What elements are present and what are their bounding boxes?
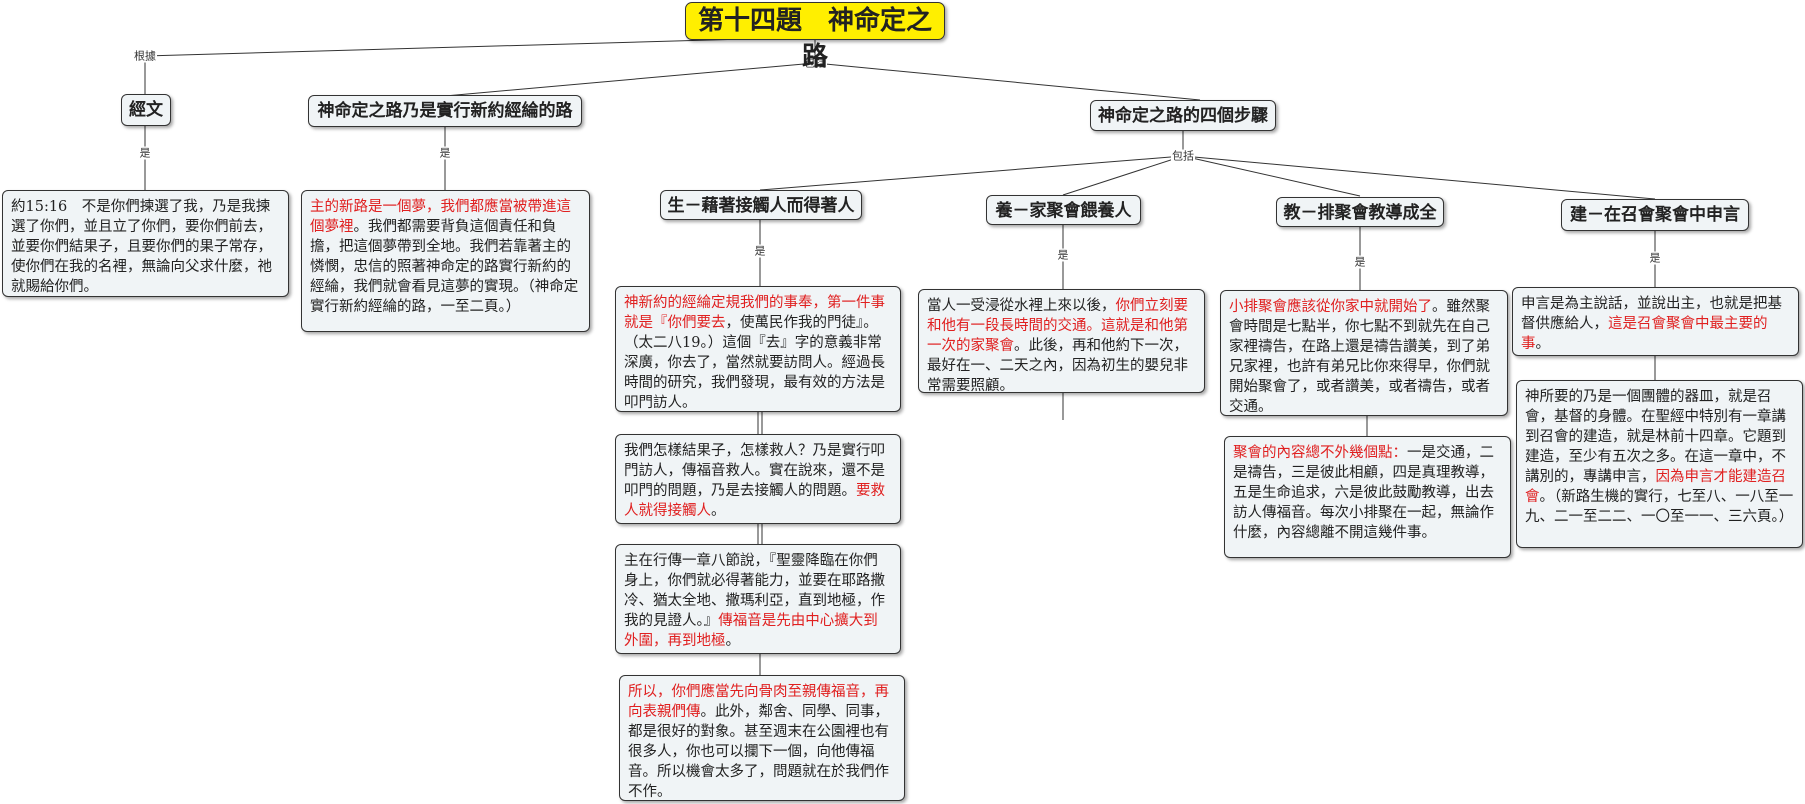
note-text: 。雖然聚會時間是七點半，你七點不到就先在自己家裡禱告，在路上還是禱告讚美，到了弟… <box>1229 299 1490 415</box>
note-highlight: 小排聚會應該從你家中就開始了 <box>1229 299 1432 315</box>
topic-step-teach[interactable]: 教－排聚會教導成全 <box>1276 197 1444 227</box>
note-highlight: 你們立刻要和他有一段長時間的交通。這就是和他第一次的家聚會 <box>927 298 1188 354</box>
topic-new-covenant-way[interactable]: 神命定之路乃是實行新約經綸的路 <box>308 95 582 127</box>
note-text: ，使萬民作我的門徒』。（太二八19。）這個『去』字的意義非常深廣，你去了，當然就… <box>624 315 885 411</box>
note-highlight: 神新約的經綸定規我們的事奉，第一件事就是『你們要去 <box>624 295 885 331</box>
note-text: 主在行傳一章八節說，『聖靈降臨在你們身上，你們就必得著能力，並要在耶路撒冷、猶太… <box>624 553 885 629</box>
note-highlight: 要救人就得接觸人 <box>624 483 885 519</box>
note-scripture[interactable]: 約15:16 不是你們揀選了我，乃是我揀選了你們，並且立了你們，要你們前去，並要… <box>2 190 289 297</box>
link-label-is: 是 <box>1056 248 1070 262</box>
note-text: 神所要的乃是一個團體的器皿，就是召會，基督的身體。在聖經中特別有一章講到召會的建… <box>1525 389 1786 485</box>
link-label-includes: 包括 <box>1171 149 1195 163</box>
note-teach-1[interactable]: 小排聚會應該從你家中就開始了。雖然聚會時間是七點半，你七點不到就先在自己家裡禱告… <box>1220 290 1508 416</box>
link-label-is: 是 <box>138 146 152 160</box>
note-highlight: 這是召會聚會中最主要的事 <box>1521 316 1768 352</box>
note-highlight: 因為申言才能建造召會 <box>1525 469 1786 505</box>
note-highlight: 聚會的內容總不外幾個點： <box>1233 445 1407 461</box>
note-text: 約15:16 不是你們揀選了我，乃是我揀選了你們，並且立了你們，要你們前去，並要… <box>11 199 272 295</box>
topic-step-build[interactable]: 建－在召會聚會中申言 <box>1561 199 1749 231</box>
root-topic[interactable]: 第十四題 神命定之路 <box>685 2 945 72</box>
topic-four-steps[interactable]: 神命定之路的四個步驟 <box>1090 100 1276 131</box>
note-new-covenant[interactable]: 主的新路是一個夢，我們都應當被帶進這個夢裡。我們都需要背負這個責任和負擔，把這個… <box>301 190 590 332</box>
note-build-1[interactable]: 申言是為主說話，並說出主，也就是把基督供應給人，這是召會聚會中最主要的事。 <box>1512 287 1799 356</box>
link-label-is: 是 <box>1353 255 1367 269</box>
note-text: 當人一受浸從水裡上來以後， <box>927 298 1116 314</box>
note-highlight: 主的新路是一個夢，我們都應當被帶進這個夢裡 <box>310 199 571 235</box>
note-text: 。此外，鄰舍、同學、同事，都是很好的對象。甚至週末在公園裡也有很多人，你也可以攔… <box>628 704 889 800</box>
note-text: 。 <box>1535 336 1551 352</box>
topic-step-nourish[interactable]: 養－家聚會餵養人 <box>986 195 1141 225</box>
note-highlight: 所以，你們應當先向骨肉至親傳福音，再向表親們傳 <box>628 684 889 720</box>
note-text: 申言是為主說話，並說出主，也就是把基督供應給人， <box>1521 296 1782 332</box>
note-beget-3[interactable]: 主在行傳一章八節說，『聖靈降臨在你們身上，你們就必得著能力，並要在耶路撒冷、猶太… <box>615 544 901 654</box>
link-label-is: 是 <box>1648 251 1662 265</box>
link-label-includes: 包括 <box>803 56 827 70</box>
note-text: 我們怎樣結果子，怎樣救人？乃是實行叩門訪人，傳福音救人。實在說來，還不是叩門的問… <box>624 443 885 499</box>
note-beget-1[interactable]: 神新約的經綸定規我們的事奉，第一件事就是『你們要去，使萬民作我的門徒』。（太二八… <box>615 286 901 412</box>
note-text: 。 <box>711 503 726 519</box>
note-highlight: 傳福音是先由中心擴大到外圍，再到地極 <box>624 613 878 649</box>
note-text: 。此後，再和他約下一次，最好在一、二天之內，因為初生的嬰兒非常需要照顧。 <box>927 338 1188 394</box>
note-nourish[interactable]: 當人一受浸從水裡上來以後，你們立刻要和他有一段長時間的交通。這就是和他第一次的家… <box>918 289 1205 394</box>
note-text: 。 <box>725 633 741 649</box>
note-build-2[interactable]: 神所要的乃是一個團體的器皿，就是召會，基督的身體。在聖經中特別有一章講到召會的建… <box>1516 380 1803 548</box>
link-label-is: 是 <box>438 146 452 160</box>
note-text: 。（新路生機的實行，七至八、一八至一九、二一至二二、一〇至一一、三六頁。） <box>1525 489 1794 525</box>
link-label-is: 是 <box>753 244 767 258</box>
topic-scripture[interactable]: 經文 <box>121 94 171 126</box>
note-text: 。我們都需要背負這個責任和負擔，把這個夢帶到全地。我們若靠著主的憐憫，忠信的照著… <box>310 219 579 315</box>
note-beget-2[interactable]: 我們怎樣結果子，怎樣救人？乃是實行叩門訪人，傳福音救人。實在說來，還不是叩門的問… <box>615 434 901 524</box>
link-label-basis: 根據 <box>133 49 157 63</box>
note-beget-4[interactable]: 所以，你們應當先向骨肉至親傳福音，再向表親們傳。此外，鄰舍、同學、同事，都是很好… <box>619 675 905 801</box>
note-teach-2[interactable]: 聚會的內容總不外幾個點：一是交通，二是禱告，三是彼此相顧，四是真理教導，五是生命… <box>1224 436 1511 558</box>
note-text: 一是交通，二是禱告，三是彼此相顧，四是真理教導，五是生命追求，六是彼此鼓勵教導，… <box>1233 445 1494 541</box>
topic-step-beget[interactable]: 生－藉著接觸人而得著人 <box>660 190 862 220</box>
